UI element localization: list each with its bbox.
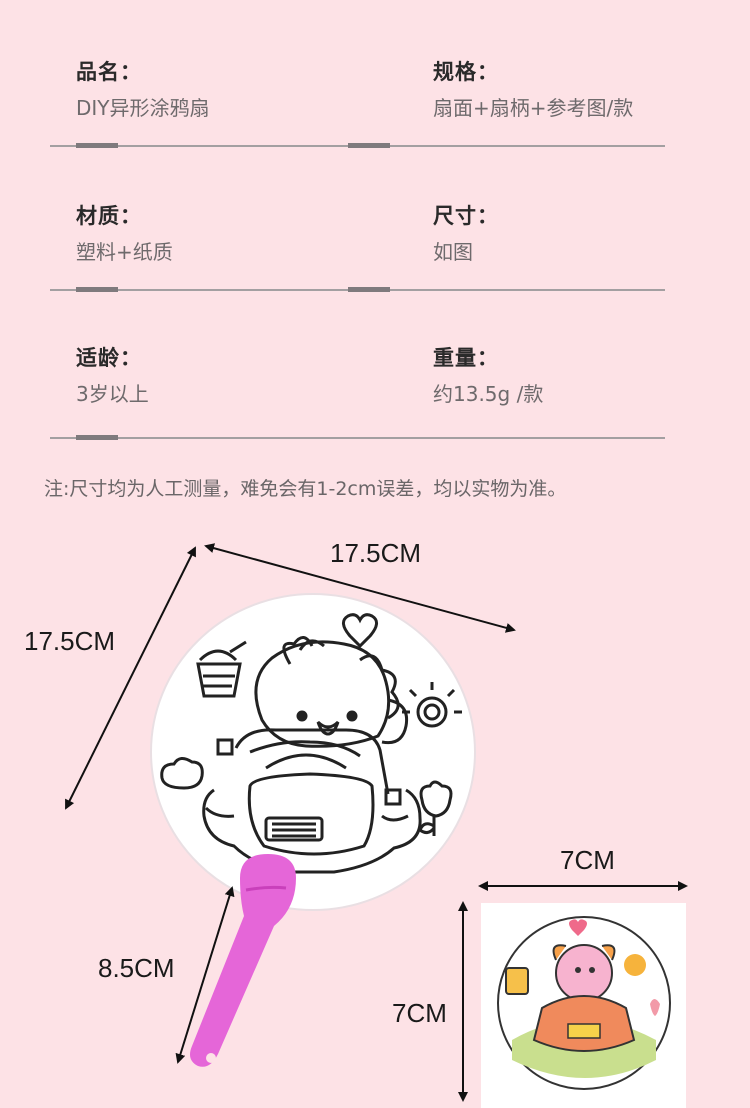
spec-specification: 规格： 扇面+扇柄+参考图/款	[433, 56, 633, 121]
divider-tick	[76, 435, 118, 440]
spec-label: 适龄：	[76, 346, 142, 370]
spec-size: 尺寸： 如图	[433, 200, 499, 265]
spec-label: 重量：	[433, 346, 499, 370]
drink-cup-icon	[196, 640, 247, 698]
spec-weight: 重量： 约13.5g /款	[433, 342, 543, 407]
handle-length-label: 8.5CM	[98, 953, 175, 983]
car-drawing	[202, 728, 422, 874]
spec-value: 如图	[433, 240, 473, 264]
divider-tick	[348, 287, 390, 292]
dimension-arrows	[65, 543, 688, 1102]
spec-label: 规格：	[433, 60, 499, 84]
spec-value: 约13.5g /款	[433, 382, 544, 406]
spec-value: 3岁以上	[76, 382, 149, 406]
spec-age: 适龄： 3岁以上	[76, 342, 149, 407]
spec-label: 尺寸：	[433, 204, 499, 228]
divider	[50, 143, 665, 148]
spec-label: 材质：	[76, 204, 142, 228]
divider	[50, 287, 665, 292]
divider-tick	[76, 287, 118, 292]
card-height-label: 7CM	[392, 998, 447, 1028]
spec-material: 材质： 塑料+纸质	[76, 200, 173, 265]
spec-value: 扇面+扇柄+参考图/款	[433, 96, 634, 120]
character-head	[254, 636, 409, 748]
divider	[50, 435, 665, 440]
spec-value: 塑料+纸质	[76, 240, 173, 264]
fan-handle	[190, 854, 296, 1067]
reference-card	[481, 903, 686, 1108]
flower-icon	[418, 780, 453, 836]
spec-product-name: 品名： DIY异形涂鸦扇	[76, 56, 210, 121]
divider-tick	[76, 143, 118, 148]
measurement-note: 注:尺寸均为人工测量，难免会有1-2cm误差，均以实物为准。	[44, 478, 567, 500]
fan-face	[150, 593, 476, 911]
card-width-label: 7CM	[560, 845, 615, 875]
fan-height-label: 17.5CM	[24, 626, 116, 656]
divider-tick	[348, 143, 390, 148]
spec-value: DIY异形涂鸦扇	[76, 96, 210, 120]
fan-width-label: 17.5CM	[330, 538, 422, 568]
spec-label: 品名：	[76, 60, 142, 84]
